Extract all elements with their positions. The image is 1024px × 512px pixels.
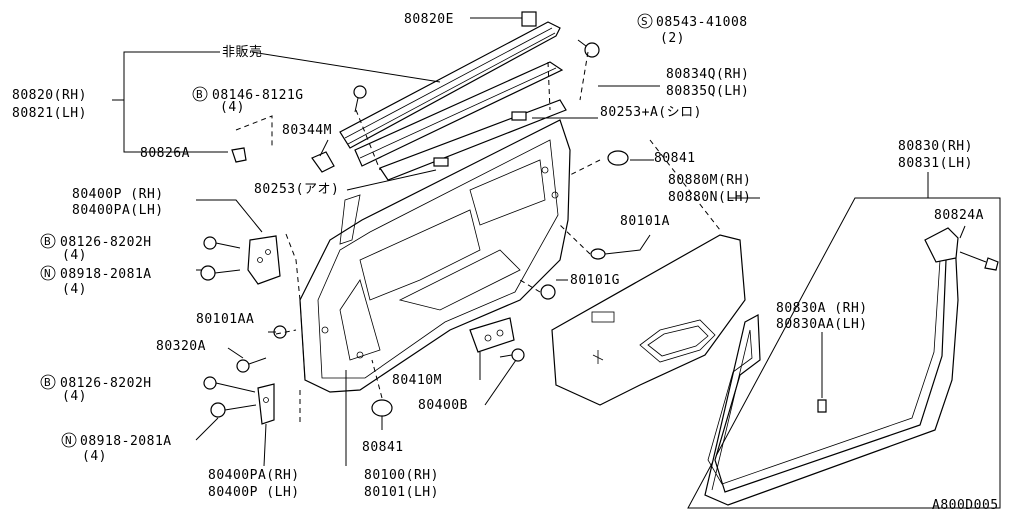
- label-80830a-rh: 80830A (RH): [776, 301, 868, 316]
- symbol-n: N: [44, 267, 51, 280]
- label-80400pa-lh: 80400PA(LH): [72, 203, 164, 218]
- symbol-n: N: [65, 434, 72, 447]
- belt-strip: [379, 99, 567, 181]
- label-08126-8202h-lower: 08126-8202H: [60, 376, 152, 391]
- label-80841-bottom: 80841: [362, 440, 404, 455]
- striker-80410m: [469, 317, 515, 353]
- dashed-guides: [235, 51, 721, 425]
- label-08543-41008: 08543-41008: [656, 15, 748, 30]
- label-08146-8121g: 08146-8121G: [212, 88, 304, 103]
- bolt-80320a: [236, 357, 267, 373]
- label-not-for-sale: 非販売: [222, 44, 263, 60]
- label-80820-rh: 80820(RH): [12, 88, 87, 103]
- symbol-b-circle-2: B: [40, 233, 56, 249]
- label-08146-qty: (4): [220, 100, 245, 115]
- part-labels: 80820E 08543-41008 (2) 非販売 80820(RH) 808…: [12, 12, 999, 512]
- label-80101g: 80101G: [570, 273, 620, 288]
- bolts-upper-hinge: [200, 236, 241, 281]
- label-80400p-lh: 80400P (LH): [208, 485, 300, 500]
- label-80880n-lh: 80880N(LH): [668, 190, 751, 205]
- symbol-b: B: [44, 376, 51, 389]
- symbol-b-circle-3: B: [40, 374, 56, 390]
- label-80253a-white: 80253+A(シロ): [600, 105, 702, 120]
- label-80841-top: 80841: [654, 151, 696, 166]
- clip-80830a: [817, 399, 827, 413]
- clip-80820e: [521, 11, 537, 27]
- label-80830-rh: 80830(RH): [898, 139, 973, 154]
- label-80820e: 80820E: [404, 12, 454, 27]
- plug-80841-top: [607, 150, 629, 166]
- label-08126-upper-qty: (4): [62, 248, 87, 263]
- label-diagram-code: A800D005: [932, 498, 999, 512]
- plug-80101a: [590, 248, 606, 260]
- leader-lines: [112, 17, 966, 467]
- door-trim-panel: [551, 234, 746, 406]
- label-80824a: 80824A: [934, 208, 984, 223]
- screw-08543: [577, 39, 600, 58]
- clip-80101g: [540, 284, 556, 300]
- upper-hinge: [247, 235, 281, 285]
- label-80101a: 80101A: [620, 214, 670, 229]
- outer-molding-strip: [339, 21, 561, 149]
- label-08918-2081a-upper: 08918-2081A: [60, 267, 152, 282]
- clip-80826a: [231, 147, 247, 163]
- label-80880m-rh: 80880M(RH): [668, 173, 751, 188]
- lower-hinge: [257, 383, 275, 425]
- label-80834q-rh: 80834Q(RH): [666, 67, 749, 82]
- symbol-s: S: [641, 15, 648, 28]
- label-08918-2081a-lower: 08918-2081A: [80, 434, 172, 449]
- label-80320a: 80320A: [156, 339, 206, 354]
- bolt-80400b: [499, 348, 525, 362]
- label-80410m: 80410M: [392, 373, 442, 388]
- symbol-n-circle-2: N: [61, 432, 77, 448]
- weatherstrip-box: [687, 197, 1001, 509]
- clip-80344m: [311, 151, 335, 173]
- door-shell: [299, 119, 571, 393]
- symbol-b: B: [44, 235, 51, 248]
- label-80400pa-rh: 80400PA(RH): [208, 468, 300, 483]
- label-80101-lh: 80101(LH): [364, 485, 439, 500]
- label-80100-rh: 80100(RH): [364, 468, 439, 483]
- label-80344m: 80344M: [282, 123, 332, 138]
- label-08918-lower-qty: (4): [82, 449, 107, 464]
- label-08918-upper-qty: (4): [62, 282, 87, 297]
- plug-80841-bottom: [371, 399, 393, 417]
- inner-weatherstrip: [354, 61, 564, 167]
- label-80400b: 80400B: [418, 398, 468, 413]
- label-08126-lower-qty: (4): [62, 389, 87, 404]
- label-80101aa: 80101AA: [196, 312, 254, 327]
- symbol-b-circle-1: B: [192, 86, 208, 102]
- label-08126-8202h-upper: 08126-8202H: [60, 235, 152, 250]
- label-80831-lh: 80831(LH): [898, 156, 973, 171]
- label-80835q-lh: 80835Q(LH): [666, 84, 749, 99]
- label-80253-blue: 80253(アオ): [254, 182, 339, 197]
- symbol-s-circle: S: [637, 13, 653, 29]
- label-80826a: 80826A: [140, 146, 190, 161]
- label-80830aa-lh: 80830AA(LH): [776, 317, 868, 332]
- label-80821-lh: 80821(LH): [12, 106, 87, 121]
- bolt-08146: [353, 85, 367, 113]
- label-80400p-rh: 80400P (RH): [72, 187, 164, 202]
- symbol-b: B: [196, 88, 203, 101]
- label-08543-qty: (2): [660, 31, 685, 46]
- symbol-n-circle-1: N: [40, 265, 56, 281]
- bolts-lower-hinge: [203, 376, 257, 418]
